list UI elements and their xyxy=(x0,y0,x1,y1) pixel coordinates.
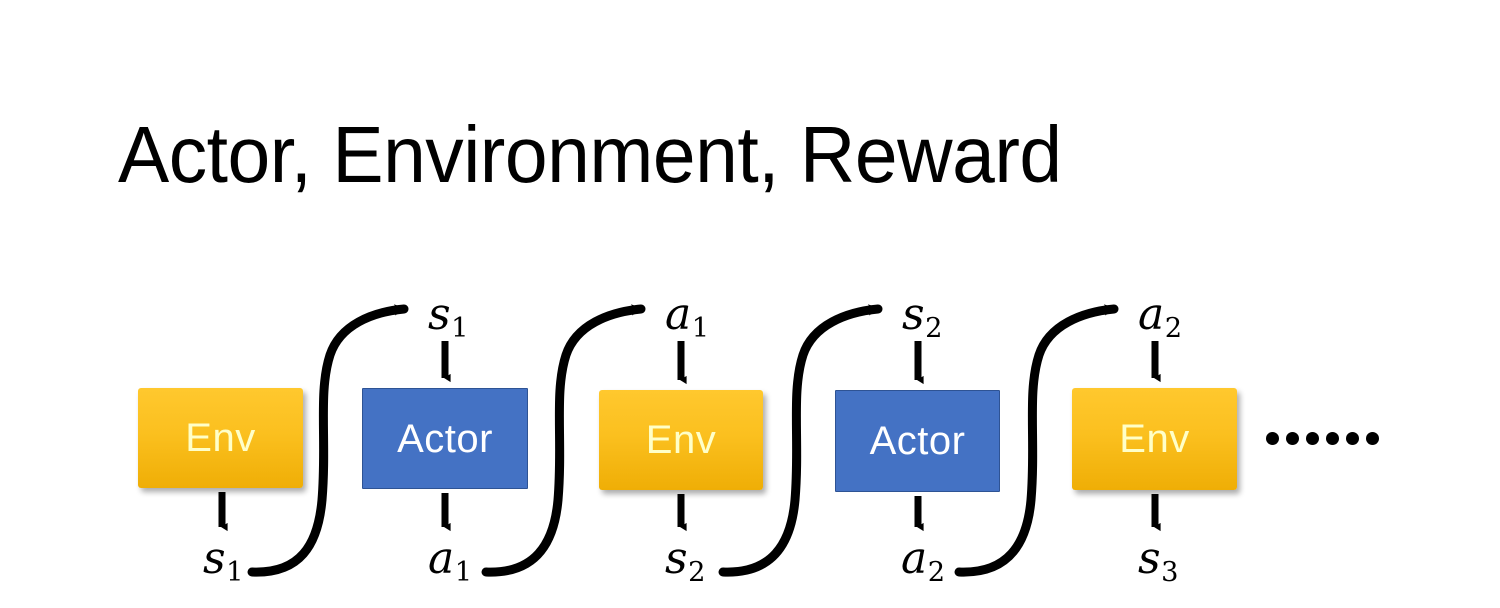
ellipsis-dot xyxy=(1306,432,1319,445)
subscript: 2 xyxy=(925,312,943,344)
symbol: a xyxy=(1138,289,1165,340)
subscript: 2 xyxy=(1164,312,1183,344)
node-label: Actor xyxy=(869,419,966,463)
label-bottom-a2: a2 xyxy=(901,537,945,586)
node-env-2[interactable]: Env xyxy=(599,390,763,490)
ellipsis-dot xyxy=(1366,432,1379,445)
subscript: 1 xyxy=(226,556,244,588)
node-label: Env xyxy=(185,416,256,460)
symbol: a xyxy=(665,289,692,340)
node-actor-1[interactable]: Actor xyxy=(362,388,528,489)
label-top-s2: s2 xyxy=(902,293,942,342)
label-top-a2: a2 xyxy=(1138,293,1182,342)
ellipsis-dot xyxy=(1266,432,1279,445)
symbol: a xyxy=(901,533,928,584)
node-actor-2[interactable]: Actor xyxy=(835,390,1000,492)
node-env-1[interactable]: Env xyxy=(138,388,303,488)
symbol: s xyxy=(665,533,688,584)
symbol: s xyxy=(1138,533,1161,584)
symbol: a xyxy=(428,533,455,584)
subscript: 1 xyxy=(691,312,710,344)
label-bottom-s1: s1 xyxy=(203,537,243,586)
subscript: 2 xyxy=(688,556,706,588)
ellipsis-icon xyxy=(1266,432,1379,445)
symbol: s xyxy=(428,289,451,340)
node-label: Env xyxy=(645,418,717,462)
ellipsis-dot xyxy=(1286,432,1299,445)
node-label: Actor xyxy=(397,416,493,461)
subscript: 2 xyxy=(927,556,946,588)
node-env-3[interactable]: Env xyxy=(1072,388,1237,490)
ellipsis-dot xyxy=(1326,432,1339,445)
subscript: 1 xyxy=(451,312,469,344)
label-top-a1: a1 xyxy=(665,293,709,342)
label-top-s1: s1 xyxy=(428,293,468,342)
node-label: Env xyxy=(1119,417,1190,461)
page-title: Actor, Environment, Reward xyxy=(118,110,1062,199)
label-bottom-s2: s2 xyxy=(665,537,705,586)
ellipsis-dot xyxy=(1346,432,1359,445)
subscript: 3 xyxy=(1161,556,1179,588)
symbol: s xyxy=(203,533,226,584)
label-bottom-a1: a1 xyxy=(428,537,472,586)
subscript: 1 xyxy=(454,556,473,588)
label-bottom-s3: s3 xyxy=(1138,537,1178,586)
symbol: s xyxy=(902,289,925,340)
